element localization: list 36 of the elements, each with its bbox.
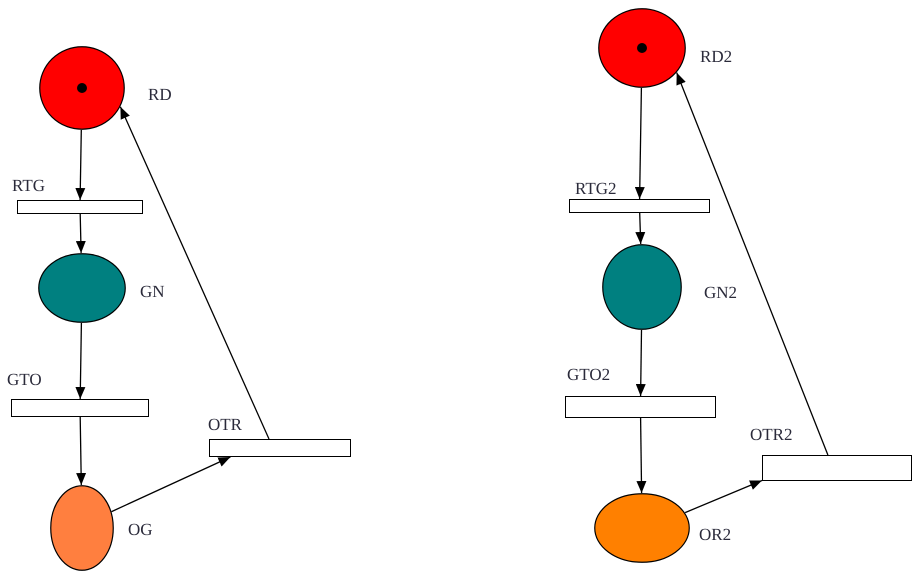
transition-bar bbox=[209, 439, 351, 457]
place-ellipse bbox=[50, 485, 114, 571]
transition-bar bbox=[569, 199, 710, 213]
node-label: GN2 bbox=[704, 284, 738, 301]
place-ellipse bbox=[602, 244, 682, 330]
transition-bar bbox=[565, 396, 716, 418]
arc-arrow bbox=[636, 330, 646, 396]
arc-arrow bbox=[634, 88, 645, 200]
place-ellipse bbox=[598, 8, 686, 88]
arc-arrow bbox=[76, 214, 86, 254]
arc-arrow bbox=[111, 456, 231, 512]
node-label: OTR2 bbox=[750, 426, 792, 443]
transition-bar bbox=[762, 455, 912, 481]
arc-arrow bbox=[76, 416, 86, 486]
transition-bar bbox=[11, 399, 149, 417]
arc-arrow bbox=[75, 130, 86, 200]
place-ellipse bbox=[594, 493, 690, 563]
arc-arrow bbox=[676, 72, 828, 456]
arc-arrow bbox=[120, 106, 270, 440]
node-label: OTR bbox=[208, 416, 242, 433]
node-label: GTO2 bbox=[567, 366, 610, 383]
transition-bar bbox=[17, 200, 143, 214]
node-label: OR2 bbox=[699, 526, 732, 543]
node-label: RD bbox=[148, 86, 172, 103]
node-label: GN bbox=[140, 283, 165, 300]
arc-arrow bbox=[684, 480, 762, 514]
node-label: RTG2 bbox=[575, 180, 616, 197]
node-label: OG bbox=[128, 521, 153, 538]
node-label: RD2 bbox=[700, 48, 732, 65]
arc-arrow bbox=[635, 212, 646, 244]
place-ellipse bbox=[38, 253, 126, 323]
arc-arrow bbox=[75, 322, 86, 400]
place-ellipse bbox=[39, 46, 125, 130]
node-label: GTO bbox=[7, 371, 42, 388]
node-label: RTG bbox=[12, 177, 45, 194]
arc-arrow bbox=[636, 418, 646, 493]
